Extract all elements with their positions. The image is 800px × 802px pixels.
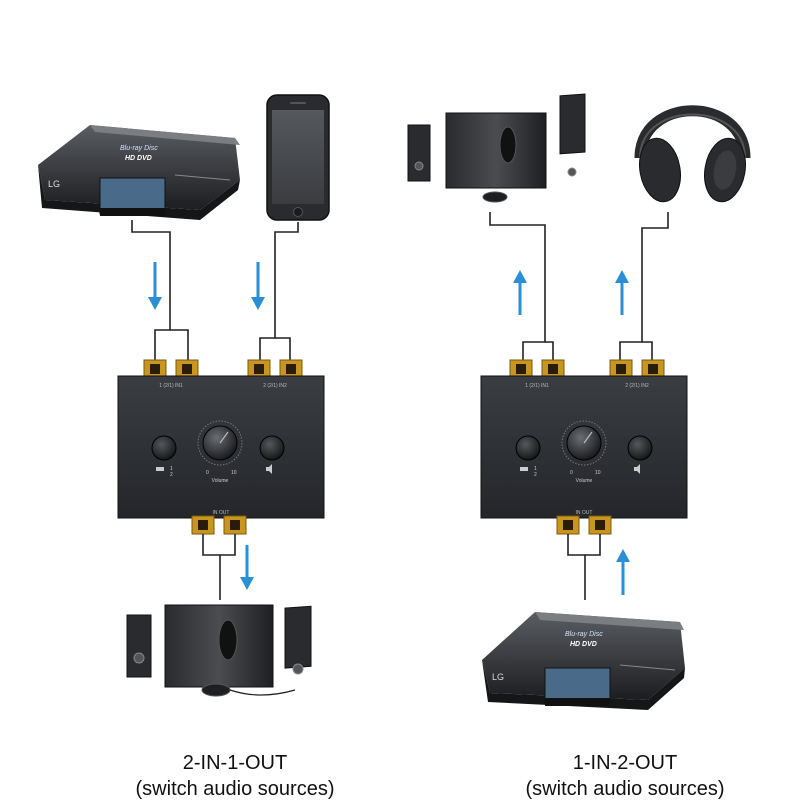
speaker-system-bottom-left <box>126 604 312 697</box>
volume-scale <box>197 420 243 466</box>
player-format-label-right: HD DVD <box>570 641 597 648</box>
bluray-player-bottom-right: LG Blu-ray Disc HD DVD <box>482 612 685 710</box>
audio-switch-left: 1 (2/1) IN1 2 (2/1) IN2 1 2 0 10 Volume … <box>117 359 325 535</box>
headphones <box>634 105 751 203</box>
player-disc-logo: Blu-ray Disc <box>120 145 158 152</box>
cables-right-outputs <box>489 212 669 360</box>
selector-label-1-right: 1 <box>534 466 537 472</box>
smartphone <box>266 94 330 221</box>
bluray-player-top-left: LG Blu-ray Disc HD DVD <box>38 125 240 220</box>
volume-min-label-right: 0 <box>570 470 573 476</box>
volume-label-right: Volume <box>576 478 593 484</box>
subwoofer-top-port <box>499 126 517 164</box>
volume-max-label-right: 10 <box>595 470 601 476</box>
caption-left: 2-IN-1-OUT (switch audio sources) <box>85 750 385 802</box>
caption-left-title: 2-IN-1-OUT <box>182 752 288 774</box>
selector-label-1: 1 <box>170 466 173 472</box>
rca-jacks-bottom-left <box>191 515 247 535</box>
player-front-line <box>174 174 231 181</box>
audio-switch-right: 1 (2/1) IN1 2 (2/1) IN2 1 2 0 10 Volume … <box>480 359 688 535</box>
volume-puck <box>201 683 231 697</box>
input1-port-label: 1 (2/1) IN1 <box>159 383 183 389</box>
disc-case-spine-right <box>545 698 610 706</box>
speaker-mute-icon-right <box>634 464 640 474</box>
volume-min-label: 0 <box>206 470 209 476</box>
satellite-speaker-right <box>284 605 312 669</box>
source-icon-right <box>520 467 528 471</box>
source-icon <box>156 467 164 471</box>
player-brand-label: LG <box>48 179 60 189</box>
mute-button[interactable] <box>259 435 285 461</box>
in-port-label-right: IN OUT <box>576 510 593 516</box>
player-disc-logo-right: Blu-ray Disc <box>565 631 603 638</box>
source-select-button-right[interactable] <box>515 435 541 461</box>
mute-button-right[interactable] <box>627 435 653 461</box>
volume-label: Volume <box>212 478 229 484</box>
cables-left-inputs <box>131 220 299 360</box>
caption-right: 1-IN-2-OUT (switch audio sources) <box>475 750 775 802</box>
speaker-system-top-right <box>407 93 586 203</box>
out-port-label: IN OUT <box>213 510 230 516</box>
knob-indicator-right <box>583 431 593 444</box>
volume-scale-right <box>561 420 607 466</box>
ear-cup-left <box>639 137 681 203</box>
rca-jacks-top-left <box>143 359 303 379</box>
selector-label-2: 2 <box>170 472 173 478</box>
cable-left-output <box>202 534 236 600</box>
home-button-icon <box>293 207 303 217</box>
satellite-top-left <box>407 124 431 182</box>
arrow-up-output-2 <box>615 270 629 315</box>
rca-jacks-bottom-right <box>556 515 612 535</box>
volume-max-label: 10 <box>231 470 237 476</box>
player-brand-label-right: LG <box>492 672 504 682</box>
satellite-speaker-left <box>126 614 152 678</box>
speaker-mute-icon <box>266 464 272 474</box>
subwoofer-top <box>445 112 547 189</box>
player-format-label: HD DVD <box>125 155 152 162</box>
rca-jacks-top-right <box>509 359 665 379</box>
disc-case-spine <box>100 208 165 216</box>
source-select-button[interactable] <box>151 435 177 461</box>
arrow-down-input-2 <box>251 262 265 310</box>
volume-puck-top <box>482 191 508 203</box>
input2-port-label: 2 (2/1) IN2 <box>263 383 287 389</box>
output2-port-label: 2 (2/1) IN2 <box>625 383 649 389</box>
arrow-down-input-1 <box>148 262 162 310</box>
caption-left-subtitle: (switch audio sources) <box>135 778 335 800</box>
cable-right-input <box>567 534 601 600</box>
output1-port-label: 1 (2/1) IN1 <box>525 383 549 389</box>
knob-indicator <box>219 431 229 444</box>
caption-right-subtitle: (switch audio sources) <box>525 778 725 800</box>
satellite-top-right <box>559 93 586 155</box>
arrow-up-input <box>616 549 630 595</box>
selector-label-2-right: 2 <box>534 472 537 478</box>
speaker-grille <box>290 102 306 104</box>
arrow-down-output <box>240 545 254 590</box>
arrow-up-output-1 <box>513 270 527 315</box>
subwoofer-port <box>218 619 238 661</box>
caption-right-title: 1-IN-2-OUT <box>572 752 678 774</box>
